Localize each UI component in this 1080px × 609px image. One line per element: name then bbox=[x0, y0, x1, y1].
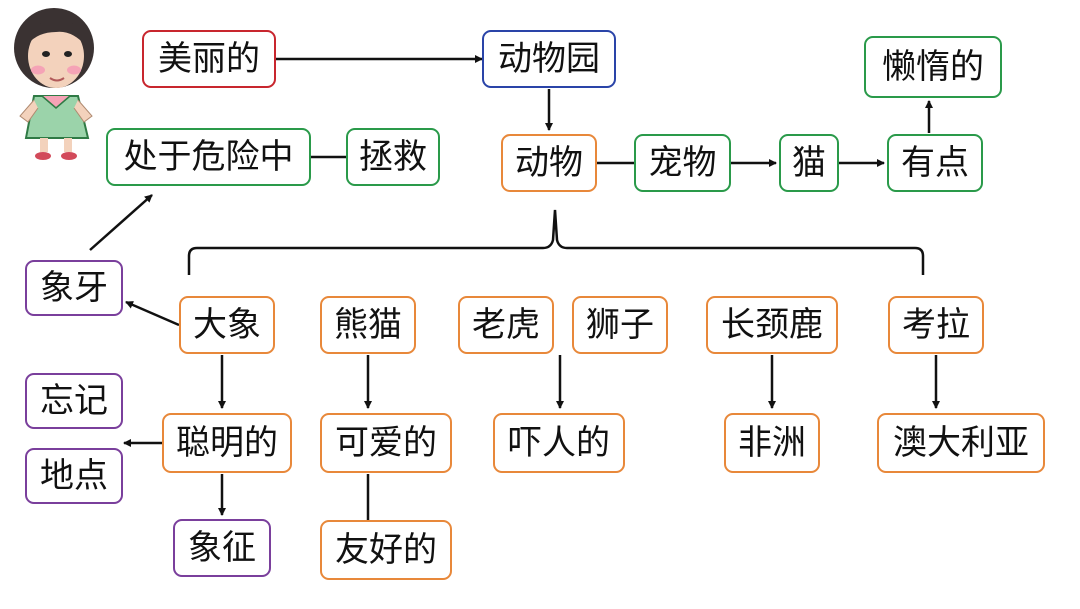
node-australia: 澳大利亚 bbox=[877, 413, 1045, 473]
node-koala: 考拉 bbox=[888, 296, 984, 354]
node-ivory: 象牙 bbox=[25, 260, 123, 316]
node-rescue: 拯救 bbox=[346, 128, 440, 186]
node-forget: 忘记 bbox=[25, 373, 123, 429]
node-in-danger: 处于危险中 bbox=[106, 128, 311, 186]
arrow-elephant-to-ivory bbox=[125, 300, 180, 327]
node-symbol: 象征 bbox=[173, 519, 271, 577]
node-pet: 宠物 bbox=[634, 134, 731, 192]
node-panda: 熊猫 bbox=[320, 296, 416, 354]
node-place: 地点 bbox=[25, 448, 123, 504]
avatar bbox=[14, 8, 94, 160]
node-lion: 狮子 bbox=[572, 296, 668, 354]
brace-animal-categories bbox=[187, 209, 925, 275]
node-elephant: 大象 bbox=[179, 296, 275, 354]
node-giraffe: 长颈鹿 bbox=[706, 296, 838, 354]
node-scary: 吓人的 bbox=[493, 413, 625, 473]
node-smart: 聪明的 bbox=[162, 413, 292, 473]
node-beautiful: 美丽的 bbox=[142, 30, 276, 88]
node-animal: 动物 bbox=[501, 134, 597, 192]
node-somewhat: 有点 bbox=[887, 134, 983, 192]
node-friendly: 友好的 bbox=[320, 520, 452, 580]
node-africa: 非洲 bbox=[724, 413, 820, 473]
node-lazy: 懒惰的 bbox=[864, 36, 1002, 98]
node-cat: 猫 bbox=[779, 134, 839, 192]
node-cute: 可爱的 bbox=[320, 413, 452, 473]
arrow-ivory-to-danger bbox=[89, 194, 153, 251]
node-tiger: 老虎 bbox=[458, 296, 554, 354]
node-zoo: 动物园 bbox=[482, 30, 616, 88]
